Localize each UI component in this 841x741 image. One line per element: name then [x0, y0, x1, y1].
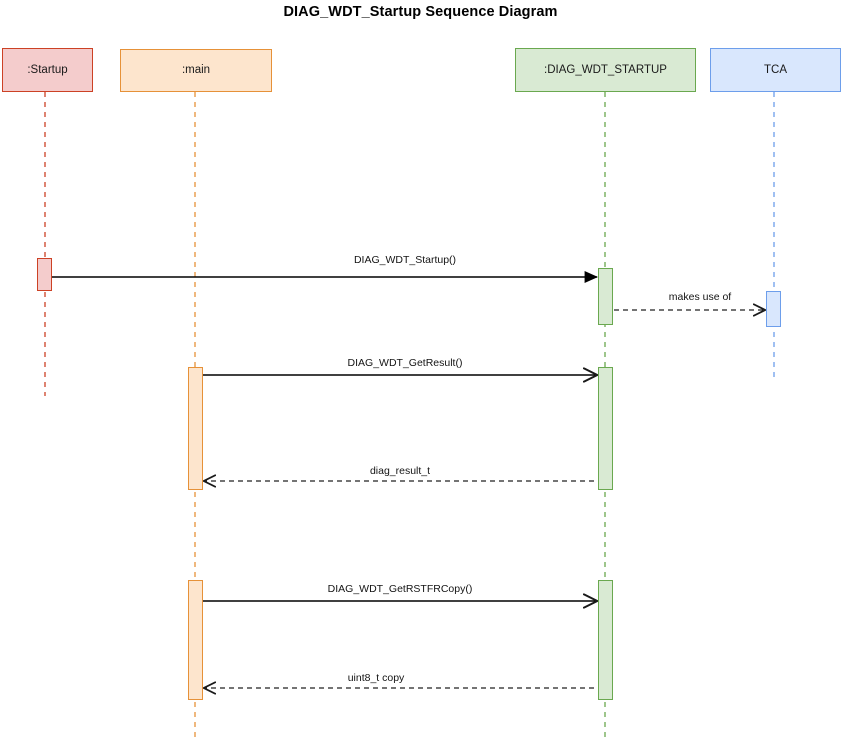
activation-bar-main[interactable] [188, 580, 203, 700]
page-title: DIAG_WDT_Startup Sequence Diagram [283, 4, 558, 20]
participant-tca[interactable]: TCA [710, 48, 841, 92]
msg-diag-wdt-startup-label: DIAG_WDT_Startup() [353, 254, 457, 266]
messages-group [52, 271, 765, 688]
activation-bar-main[interactable] [188, 367, 203, 490]
lifelines-group [44, 92, 775, 740]
msg-diag-result-t-label: diag_result_t [369, 465, 431, 477]
msg-diag-wdt-getrstfrcopy-label: DIAG_WDT_GetRSTFRCopy() [327, 583, 473, 595]
participant-label-main: :main [181, 64, 211, 77]
participant-label-tca: TCA [764, 63, 787, 76]
participant-label-diag_wdt_startup: :DIAG_WDT_STARTUP [544, 63, 667, 76]
activation-bar-startup[interactable] [37, 258, 52, 291]
activation-bar-diag_wdt_startup[interactable] [598, 367, 613, 490]
activation-bar-diag_wdt_startup[interactable] [598, 580, 613, 700]
participant-diag_wdt_startup[interactable]: :DIAG_WDT_STARTUP [515, 48, 696, 92]
activation-bar-diag_wdt_startup[interactable] [598, 268, 613, 325]
participant-label-startup: :Startup [27, 63, 68, 76]
msg-diag-wdt-getresult-label: DIAG_WDT_GetResult() [347, 357, 463, 369]
activation-bar-tca[interactable] [766, 291, 781, 327]
msg-uint8-t-copy-label: uint8_t copy [347, 672, 405, 684]
participant-startup[interactable]: :Startup [2, 48, 93, 92]
participant-main[interactable]: :main [120, 49, 272, 92]
msg-makes-use-of-label: makes use of [668, 291, 732, 303]
